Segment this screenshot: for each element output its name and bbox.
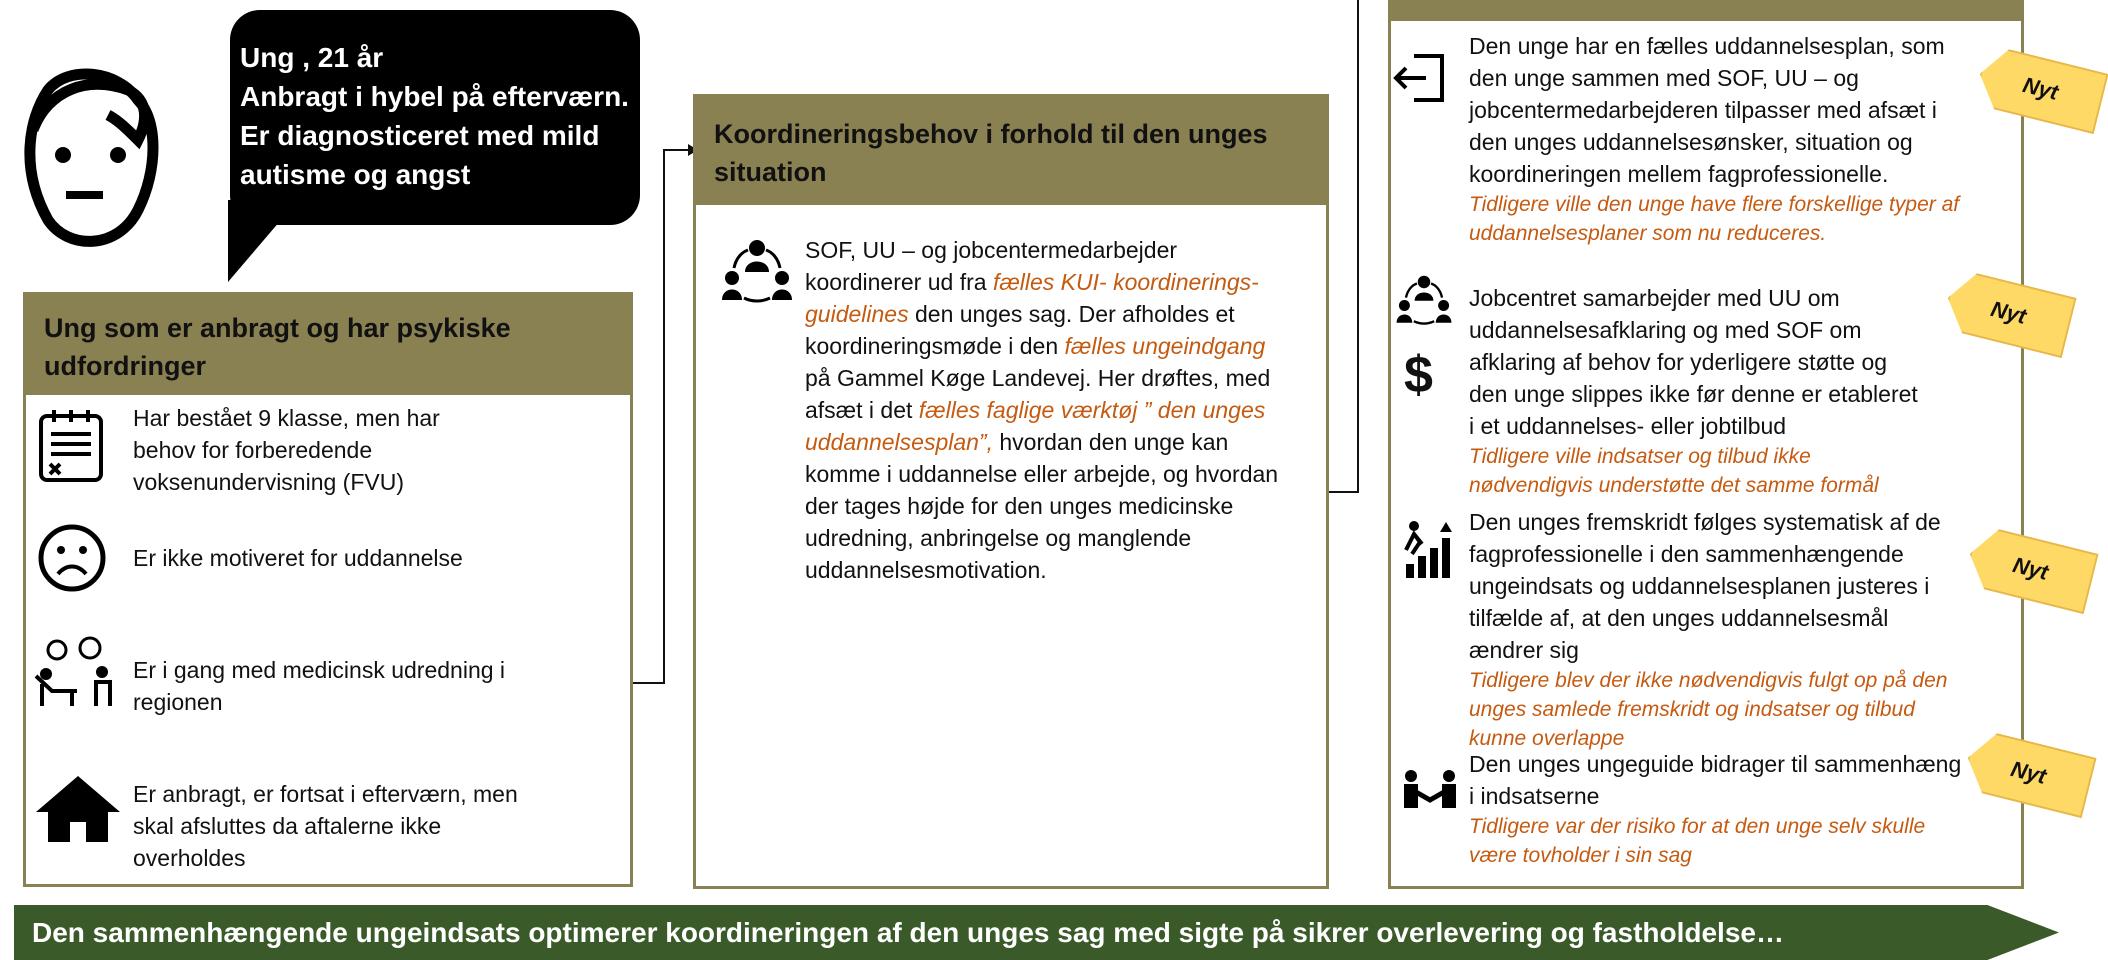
text-line: jobcentermedarbejderen tilpasser med afs… xyxy=(1469,97,1937,123)
text-line: ændrer sig xyxy=(1469,637,1579,663)
text-line: behov for forberedende xyxy=(133,437,373,463)
situation-title-line: udfordringer xyxy=(44,351,206,381)
previous-note-line: nødvendigvis understøtte det samme formå… xyxy=(1469,474,1879,497)
text-line: den unge slippes ikke før denne er etabl… xyxy=(1469,381,1918,407)
persona-line: Er diagnosticeret med mild xyxy=(240,120,600,151)
text-line: Den unges fremskridt følges systematisk … xyxy=(1469,509,1941,535)
text-line: Har bestået 9 klasse, men har xyxy=(133,405,440,431)
persona-line: autisme og angst xyxy=(240,159,471,190)
text-line: Den unge har en fælles uddannelsesplan, … xyxy=(1469,33,1945,59)
text-line: regionen xyxy=(133,689,223,715)
text-line: SOF, UU – og jobcentermedarbejder xyxy=(805,237,1178,263)
dollar-icon: $ xyxy=(1404,346,1433,404)
speech-bubble-tail xyxy=(228,200,298,282)
patient-doctor-icon xyxy=(34,636,112,706)
highlight-term: fælles ungeindgang xyxy=(1064,333,1266,359)
previous-note-line: Tidligere blev der ikke nødvendigvis ful… xyxy=(1469,669,1948,692)
situation-item-text: Er i gang med medicinsk udredning i regi… xyxy=(133,654,593,718)
situation-item-text: Har bestået 9 klasse, men har behov for … xyxy=(133,402,593,498)
text-line: koordinerer ud fra fælles KUI- koordiner… xyxy=(805,269,1259,295)
summary-banner-arrow xyxy=(14,905,2059,960)
previous-note-line: Tidligere ville indsatser og tilbud ikke xyxy=(1469,445,1811,468)
situation-box-header: Ung som er anbragt og har psykiske udfor… xyxy=(26,295,630,395)
coordination-box-header: Koordineringsbehov i forhold til den ung… xyxy=(696,97,1326,205)
situation-item-text: Er anbragt, er fortsat i efterværn, men … xyxy=(133,778,593,874)
text-line: komme i uddannelse eller arbejde, og hvo… xyxy=(805,461,1279,487)
sad-face-icon xyxy=(38,524,106,592)
text-line: i et uddannelses- eller jobtilbud xyxy=(1469,413,1787,439)
summary-banner-text: Den sammenhængende ungeindsats optimerer… xyxy=(32,917,1784,948)
outcome-item-text: Jobcentret samarbejder med UU om uddanne… xyxy=(1469,282,1989,500)
previous-note-line: unges samlede fremskridt og indsatser og… xyxy=(1469,698,1915,721)
connector-middle-to-right xyxy=(1327,0,1359,493)
handshake-icon xyxy=(1404,770,1456,808)
text-line: Er anbragt, er fortsat i efterværn, men xyxy=(133,781,518,807)
text-line: guidelines den unges sag. Der afholdes e… xyxy=(805,301,1235,327)
text-line: uddannelsesplan”, hvordan den unge kan xyxy=(805,429,1229,455)
text-line: koordineringen mellem fagprofessionelle. xyxy=(1469,161,1889,187)
text-line: ungeindsats og uddannelsesplanen justere… xyxy=(1469,573,1930,599)
text-line: koordineringsmøde i den fælles ungeindga… xyxy=(805,333,1266,359)
text-line: afklaring af behov for yderligere støtte… xyxy=(1469,349,1888,375)
coordination-box: Koordineringsbehov i forhold til den ung… xyxy=(693,94,1329,889)
text-line: udredning, anbringelse og manglende xyxy=(805,525,1192,551)
persona-speech-bubble xyxy=(230,10,640,225)
people-network-icon xyxy=(722,240,792,303)
coordination-text: SOF, UU – og jobcentermedarbejder koordi… xyxy=(805,234,1315,586)
highlight-term: fælles KUI- koordinerings- xyxy=(992,269,1259,295)
highlight-term: fælles faglige værktøj xyxy=(918,397,1138,423)
highlight-term: ” den unges xyxy=(1137,397,1266,423)
highlight-term: guidelines xyxy=(805,301,909,327)
coordination-title-line: situation xyxy=(714,157,827,187)
young-person-face-icon xyxy=(24,68,159,247)
text-line: fagprofessionelle i den sammenhængende xyxy=(1469,541,1904,567)
text-line: Den unges ungeguide bidrager til sammenh… xyxy=(1469,751,1962,777)
text-line: skal afsluttes da aftalerne ikke xyxy=(133,813,442,839)
progress-stairs-icon xyxy=(1404,521,1452,578)
text-line: Er i gang med medicinsk udredning i xyxy=(133,657,506,683)
previous-note-line: Tidligere var der risiko for at den unge… xyxy=(1469,815,1926,838)
text-line: der tages højde for den unges medicinske xyxy=(805,493,1234,519)
persona-text: Ung , 21 år Anbragt i hybel på efterværn… xyxy=(240,38,640,194)
outcome-item-text: Den unge har en fælles uddannelsesplan, … xyxy=(1469,30,2009,248)
text-line: den unge sammen med SOF, UU – og xyxy=(1469,65,1859,91)
text-line: overholdes xyxy=(133,845,246,871)
coordination-title-line: Koordineringsbehov i forhold til den ung… xyxy=(714,119,1268,149)
previous-note-line: uddannelsesplaner som nu reduceres. xyxy=(1469,222,1827,245)
text-line: tilfælde af, at den unges uddannelsesmål xyxy=(1469,605,1889,631)
situation-item-text: Er ikke motiveret for uddannelse xyxy=(133,542,593,574)
persona-line: Anbragt i hybel på efterværn. xyxy=(240,81,629,112)
house-icon xyxy=(36,776,120,842)
outcome-item-text: Den unges fremskridt følges systematisk … xyxy=(1469,506,2009,753)
text-line: Er ikke motiveret for uddannelse xyxy=(133,545,463,571)
highlight-term: uddannelsesplan”, xyxy=(805,429,993,455)
previous-note-line: være tovholder i sin sag xyxy=(1469,844,1692,867)
situation-title-line: Ung som er anbragt og har psykiske xyxy=(44,313,511,343)
previous-note-line: kunne overlappe xyxy=(1469,727,1625,750)
persona-line: Ung , 21 år xyxy=(240,42,384,73)
outcome-box xyxy=(1388,0,2024,889)
text-line: på Gammel Køge Landevej. Her drøftes, me… xyxy=(805,365,1271,391)
text-line: afsæt i det fælles faglige værktøj ” den… xyxy=(805,397,1266,423)
text-line: den unges uddannelsesønsker, situation o… xyxy=(1469,129,1913,155)
connector-left-to-middle xyxy=(628,149,690,684)
text-line: voksenundervisning (FVU) xyxy=(133,469,405,495)
login-arrow-icon xyxy=(1393,54,1444,102)
people-network-icon xyxy=(1396,275,1452,325)
checklist-icon xyxy=(39,410,103,482)
situation-box: Ung som er anbragt og har psykiske udfor… xyxy=(23,292,633,887)
text-line: uddannelsesafklaring og med SOF om xyxy=(1469,317,1862,343)
text-line: i indsatserne xyxy=(1469,783,1600,809)
outcome-box-header xyxy=(1391,0,2021,21)
previous-note-line: Tidligere ville den unge have flere fors… xyxy=(1469,193,1960,216)
text-line: Jobcentret samarbejder med UU om xyxy=(1469,285,1840,311)
outcome-item-text: Den unges ungeguide bidrager til sammenh… xyxy=(1469,748,1969,870)
text-line: uddannelsesmotivation. xyxy=(805,557,1047,583)
